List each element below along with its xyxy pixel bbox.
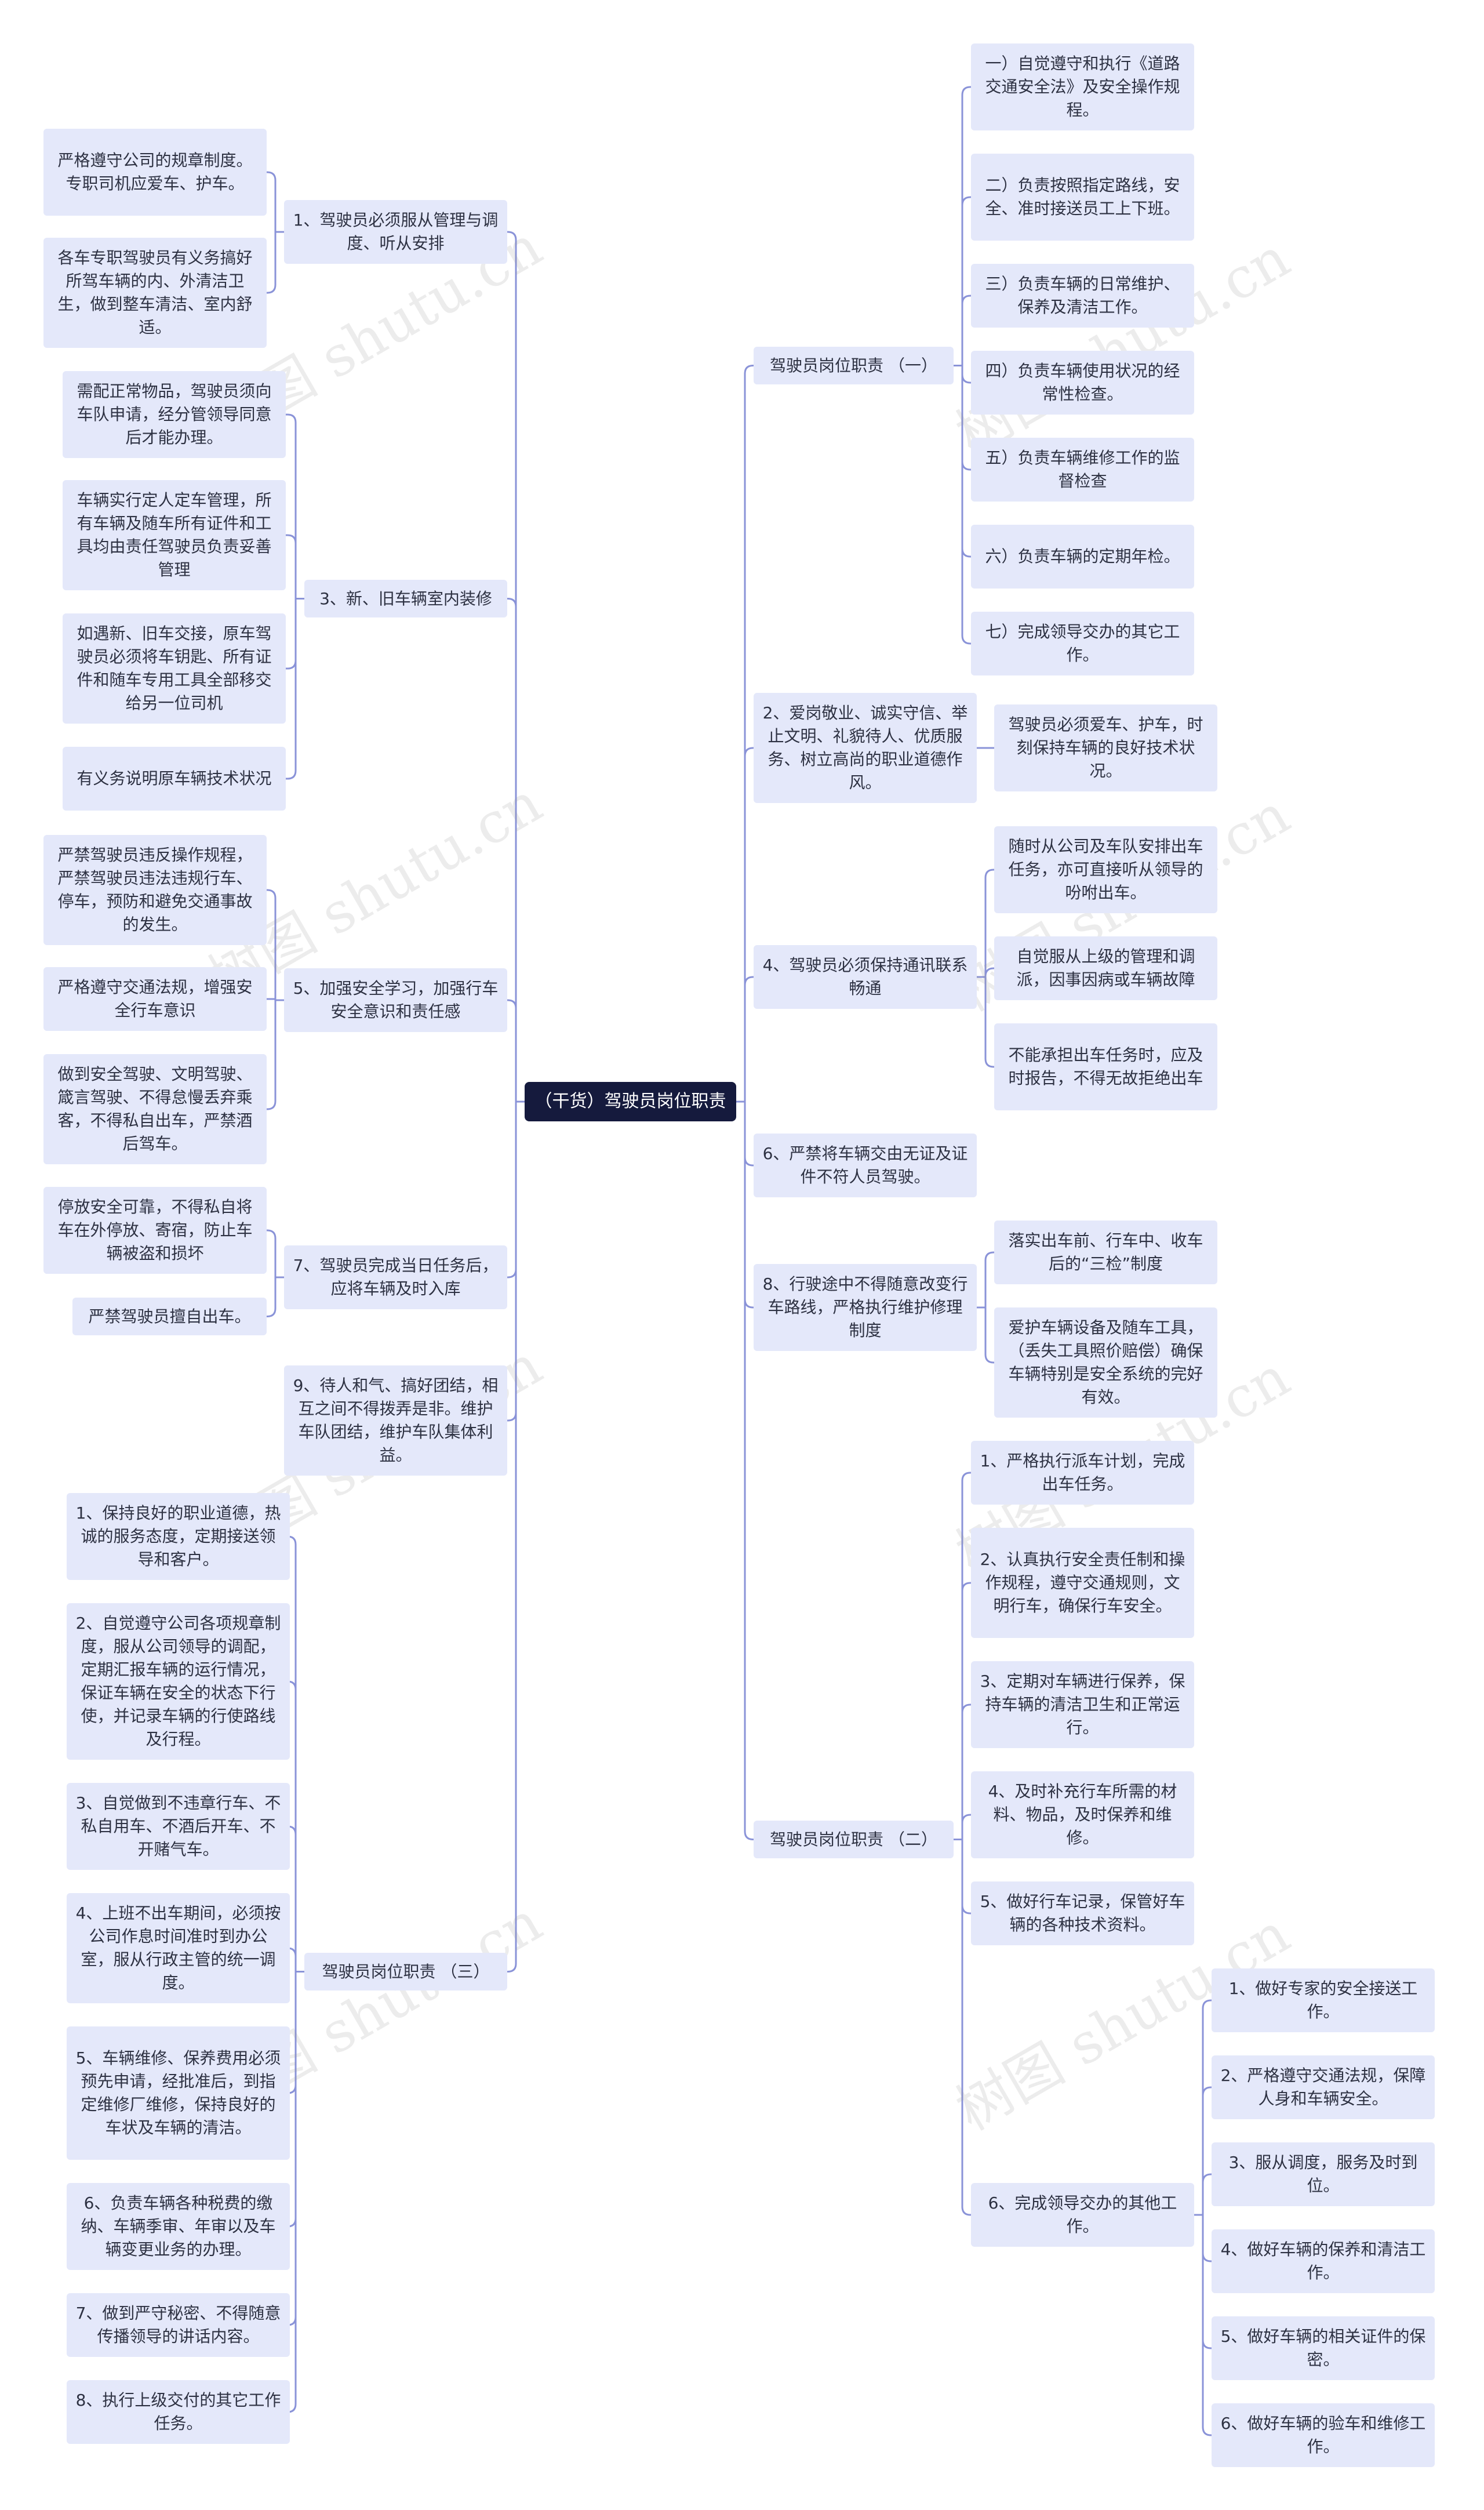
connector-line <box>287 1971 304 2413</box>
leaf-node[interactable]: 3、服从调度，服务及时到位。 <box>1212 2142 1435 2206</box>
leaf-node[interactable]: 2、自觉遵守公司各项规章制度，服从公司领导的调配，定期汇报车辆的运行情况，保证车… <box>67 1603 290 1760</box>
connector-line <box>287 1825 304 1973</box>
leaf-node[interactable]: 自觉服从上级的管理和调派，因事因病或车辆故障 <box>994 936 1217 1000</box>
connector-line <box>954 1839 971 2216</box>
connector-line <box>1194 2173 1212 2216</box>
connector-line <box>267 1276 284 1317</box>
connector-line <box>267 231 284 294</box>
branch-node[interactable]: 6、严禁将车辆交由无证及证件不符人员驾驶。 <box>754 1134 977 1197</box>
leaf-node[interactable]: 8、执行上级交付的其它工作任务。 <box>67 2380 290 2444</box>
connector-line <box>267 1229 284 1278</box>
leaf-node[interactable]: 车辆实行定人定车管理，所有车辆及随车所有证件和工具均由责任驾驶员负责妥善管理 <box>63 480 286 590</box>
leaf-node[interactable]: 4、做好车辆的保养和清洁工作。 <box>1212 2229 1435 2293</box>
branch-node[interactable]: 驾驶员岗位职责 （二） <box>754 1821 954 1858</box>
leaf-node[interactable]: 4、及时补充行车所需的材料、物品，及时保养和维修。 <box>971 1771 1194 1858</box>
connector-line <box>977 1306 994 1364</box>
connector-line <box>286 598 304 780</box>
leaf-node[interactable]: 5、做好车辆的相关证件的保密。 <box>1212 2316 1435 2380</box>
connector-line <box>954 1472 971 1840</box>
connector-line <box>954 365 971 645</box>
leaf-node[interactable]: 落实出车前、行车中、收车后的“三检”制度 <box>994 1221 1217 1284</box>
leaf-node[interactable]: 三）负责车辆的日常维护、保养及清洁工作。 <box>971 264 1194 328</box>
connector-line <box>1194 1999 1212 2216</box>
connector-line <box>507 598 525 1103</box>
leaf-node[interactable]: 不能承担出车任务时，应及时报告，不得无故拒绝出车 <box>994 1023 1217 1110</box>
leaf-node[interactable]: 1、保持良好的职业道德，热诚的服务态度，定期接送领导和客户。 <box>67 1493 290 1580</box>
branch-node[interactable]: 2、爱岗敬业、诚实守信、举止文明、礼貌待人、优质服务、树立高尚的职业道德作风。 <box>754 693 977 803</box>
connector-line <box>507 1100 525 1973</box>
leaf-node[interactable]: 驾驶员必须爱车、护车，时刻保持车辆的良好技术状况。 <box>994 704 1217 791</box>
branch-node[interactable]: 7、驾驶员完成当日任务后，应将车辆及时入库 <box>284 1245 507 1309</box>
connector-line <box>954 86 971 366</box>
connector-line <box>736 365 754 1103</box>
leaf-node[interactable]: 4、上班不出车期间，必须按公司作息时间准时到办公室，服从行政主管的统一调度。 <box>67 1893 290 2003</box>
connector-line <box>1194 2214 1212 2436</box>
leaf-node[interactable]: 1、做好专家的安全接送工作。 <box>1212 1968 1435 2032</box>
leaf-node[interactable]: 3、定期对车辆进行保养，保持车辆的清洁卫生和正常运行。 <box>971 1661 1194 1748</box>
leaf-node[interactable]: 爱护车辆设备及随车工具，（丢失工具照价赔偿）确保车辆特别是安全系统的完好有效。 <box>994 1307 1217 1418</box>
leaf-node[interactable]: 严禁驾驶员违反操作规程，严禁驾驶员违法违规行车、停车，预防和避免交通事故的发生。 <box>43 835 267 945</box>
leaf-node[interactable]: 2、严格遵守交通法规，保障人身和车辆安全。 <box>1212 2055 1435 2119</box>
branch-node[interactable]: 驾驶员岗位职责 （一） <box>754 347 954 384</box>
leaf-node[interactable]: 7、做到严守秘密、不得随意传播领导的讲话内容。 <box>67 2293 290 2357</box>
leaf-node[interactable]: 1、严格执行派车计划，完成出车任务。 <box>971 1441 1194 1505</box>
branch-node[interactable]: 驾驶员岗位职责 （三） <box>304 1953 507 1990</box>
leaf-node[interactable]: 2、认真执行安全责任制和操作规程，遵守交通规则，文明行车，确保行车安全。 <box>971 1528 1194 1638</box>
leaf-node[interactable]: 5、做好行车记录，保管好车辆的各种技术资料。 <box>971 1881 1194 1945</box>
leaf-node[interactable]: 5、车辆维修、保养费用必须预先申请，经批准后，到指定维修厂维修，保持良好的车状及… <box>67 2026 290 2160</box>
connector-line <box>507 999 525 1103</box>
leaf-node[interactable]: 6、做好车辆的验车和维修工作。 <box>1212 2403 1435 2467</box>
leaf-node[interactable]: 需配正常物品，驾驶员须向车队申请，经分管领导同意后才能办理。 <box>63 371 286 458</box>
leaf-node[interactable]: 做到安全驾驶、文明驾驶、箴言驾驶、不得怠慢丢弃乘客，不得私自出车，严禁酒后驾车。 <box>43 1054 267 1164</box>
leaf-node[interactable]: 五）负责车辆维修工作的监督检查 <box>971 438 1194 502</box>
leaf-node[interactable]: 严格遵守公司的规章制度。专职司机应爱车、护车。 <box>43 129 267 216</box>
connector-line <box>954 1814 971 1840</box>
connector-line <box>977 869 994 978</box>
connector-line <box>267 999 284 1110</box>
connector-line <box>267 889 284 1001</box>
branch-node[interactable]: 8、行驶途中不得随意改变行车路线，严格执行维护修理制度 <box>754 1264 977 1351</box>
branch-node[interactable]: 9、待人和气、搞好团结，相互之间不得拨弄是非。维护车队团结，维护车队集体利益。 <box>284 1365 507 1476</box>
leaf-node[interactable]: 3、自觉做到不违章行车、不私自用车、不酒后开车、不开赌气车。 <box>67 1783 290 1870</box>
connector-line <box>954 295 971 366</box>
leaf-node[interactable]: 四）负责车辆使用状况的经常性检查。 <box>971 351 1194 415</box>
connector-line <box>736 976 754 1103</box>
connector-line <box>286 534 304 600</box>
connector-line <box>286 413 304 600</box>
leaf-node[interactable]: 随时从公司及车队安排出车任务，亦可直接听从领导的吩咐出车。 <box>994 826 1217 913</box>
leaf-node[interactable]: 七）完成领导交办的其它工作。 <box>971 612 1194 675</box>
branch-node[interactable]: 3、新、旧车辆室内装修 <box>304 580 507 617</box>
leaf-node[interactable]: 有义务说明原车辆技术状况 <box>63 747 286 811</box>
connector-line <box>954 1582 971 1840</box>
connector-line <box>1194 2086 1212 2216</box>
leaf-node[interactable]: 一）自觉遵守和执行《道路交通安全法》及安全操作规程。 <box>971 43 1194 130</box>
connector-line <box>507 231 525 1103</box>
branch-node[interactable]: 6、完成领导交办的其他工作。 <box>971 2183 1194 2247</box>
connector-line <box>977 976 994 1068</box>
root-node[interactable]: （干货）驾驶员岗位职责 <box>525 1082 736 1121</box>
connector-line <box>736 747 754 1103</box>
leaf-node[interactable]: 六）负责车辆的定期年检。 <box>971 525 1194 589</box>
branch-node[interactable]: 1、驾驶员必须服从管理与调度、听从安排 <box>284 200 507 264</box>
leaf-node[interactable]: 各车专职驾驶员有义务搞好所驾车辆的内、外清洁卫生，做到整车清洁、室内舒适。 <box>43 238 267 348</box>
leaf-node[interactable]: 如遇新、旧车交接，原车驾驶员必须将车钥匙、所有证件和随车专用工具全部移交给另一位… <box>63 613 286 724</box>
leaf-node[interactable]: 停放安全可靠，不得私自将车在外停放、寄宿，防止车辆被盗和损坏 <box>43 1187 267 1274</box>
branch-node[interactable]: 4、驾驶员必须保持通讯联系畅通 <box>754 945 977 1009</box>
connector-line <box>736 1100 754 1840</box>
connector-line <box>267 171 284 233</box>
connector-line <box>954 1703 971 1840</box>
leaf-node[interactable]: 二）负责按照指定路线，安全、准时接送员工上下班。 <box>971 154 1194 241</box>
leaf-node[interactable]: 严禁驾驶员擅自出车。 <box>72 1298 267 1335</box>
connector-line <box>954 196 971 366</box>
branch-node[interactable]: 5、加强安全学习，加强行车安全意识和责任感 <box>284 968 507 1032</box>
leaf-node[interactable]: 严格遵守交通法规，增强安全行车意识 <box>43 967 267 1031</box>
leaf-node[interactable]: 6、负责车辆各种税费的缴纳、车辆季审、年审以及车辆变更业务的办理。 <box>67 2183 290 2270</box>
connector-line <box>977 1251 994 1309</box>
